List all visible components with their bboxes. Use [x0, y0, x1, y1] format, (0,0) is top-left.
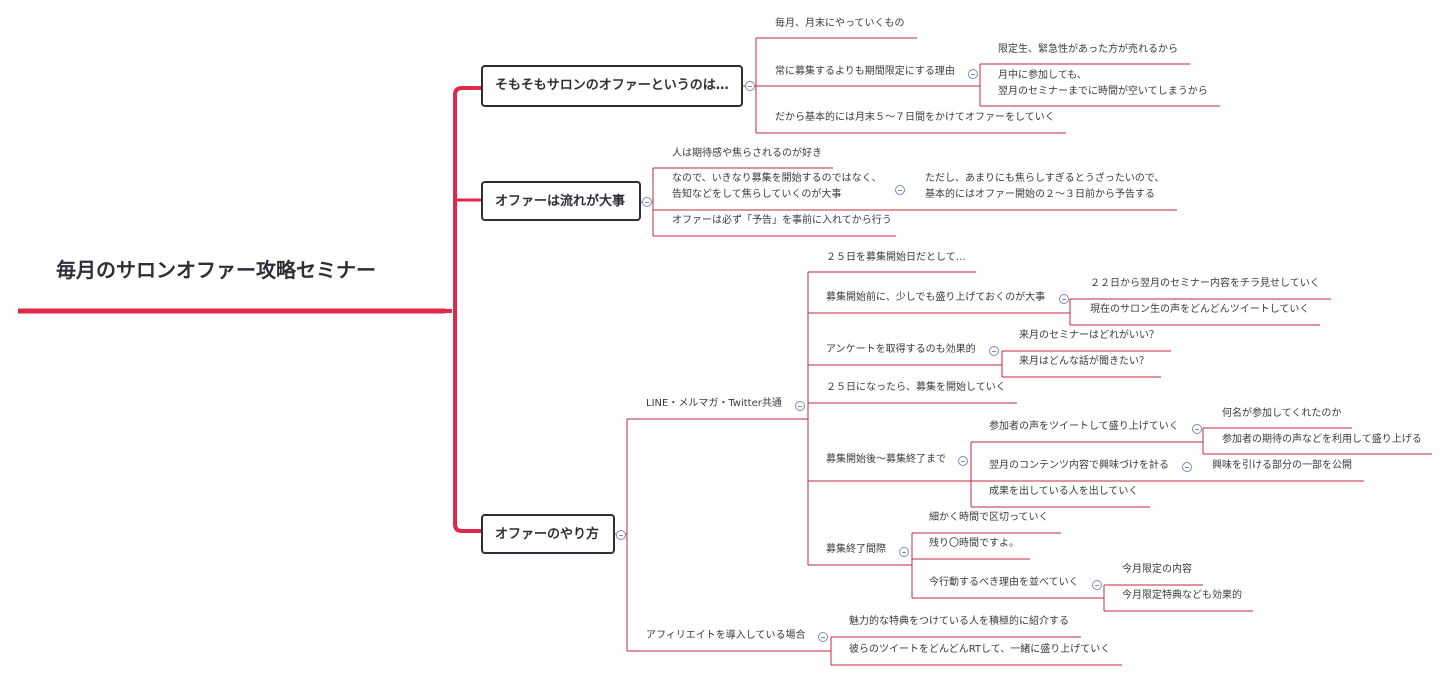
- subtopic[interactable]: 今月限定特典なども効果的: [1122, 590, 1242, 601]
- subtopic-group[interactable]: アフィリエイトを導入している場合: [646, 630, 806, 641]
- collapse-toggle-icon[interactable]: [745, 81, 755, 91]
- subtopic[interactable]: なので、いきなり募集を開始するのではなく、: [672, 173, 882, 184]
- subtopic[interactable]: 募集開始後〜募集終了まで: [826, 454, 946, 465]
- collapse-toggle-icon[interactable]: [1092, 580, 1102, 590]
- collapse-toggle-icon[interactable]: [1182, 462, 1192, 472]
- collapse-toggle-icon[interactable]: [818, 632, 828, 642]
- subtopic[interactable]: 限定生、緊急性があった方が売れるから: [998, 44, 1178, 55]
- subtopic[interactable]: 翌月のセミナーまでに時間が空いてしまうから: [998, 86, 1208, 97]
- subtopic[interactable]: 参加者の声をツイートして盛り上げていく: [989, 421, 1179, 432]
- subtopic[interactable]: 募集開始前に、少しでも盛り上げておくのが大事: [826, 292, 1046, 303]
- collapse-toggle-icon[interactable]: [899, 547, 909, 557]
- central-topic[interactable]: 毎月のサロンオファー攻略セミナー: [56, 258, 376, 282]
- collapse-toggle-icon[interactable]: [1059, 294, 1069, 304]
- subtopic[interactable]: 参加者の期待の声などを利用して盛り上げる: [1222, 434, 1422, 445]
- subtopic[interactable]: ２５日になったら、募集を開始していく: [826, 382, 1006, 393]
- subtopic-group[interactable]: LINE・メルマガ・Twitter共通: [646, 398, 782, 409]
- collapse-toggle-icon[interactable]: [989, 346, 999, 356]
- subtopic[interactable]: 来月はどんな話が聞きたい？: [1019, 356, 1149, 367]
- collapse-toggle-icon[interactable]: [1192, 424, 1202, 434]
- subtopic[interactable]: 成果を出している人を出していく: [989, 486, 1139, 497]
- subtopic[interactable]: だから基本的には月末５〜７日間をかけてオファーをしていく: [775, 112, 1055, 123]
- subtopic[interactable]: アンケートを取得するのも効果的: [826, 344, 976, 355]
- collapse-toggle-icon[interactable]: [616, 530, 626, 540]
- subtopic[interactable]: 人は期待感や焦らされるのが好き: [672, 148, 822, 159]
- subtopic[interactable]: 興味を引ける部分の一部を公開: [1212, 460, 1352, 471]
- collapse-toggle-icon[interactable]: [642, 197, 652, 207]
- subtopic[interactable]: 何名が参加してくれたのか: [1222, 408, 1342, 419]
- subtopic[interactable]: 残り〇時間ですよ。: [929, 538, 1019, 549]
- subtopic[interactable]: 常に募集するよりも期間限定にする理由: [775, 66, 955, 77]
- subtopic[interactable]: 基本的にはオファー開始の２〜３日前から予告する: [925, 189, 1155, 200]
- subtopic[interactable]: 募集終了間際: [826, 544, 886, 555]
- subtopic[interactable]: 告知などをして焦らしていくのが大事: [672, 189, 842, 200]
- collapse-toggle-icon[interactable]: [968, 69, 978, 79]
- subtopic[interactable]: オファーは必ず「予告」を事前に入れてから行う: [672, 215, 892, 226]
- subtopic[interactable]: ただし、あまりにも焦らしすぎるとうざったいので、: [925, 173, 1165, 184]
- subtopic[interactable]: 翌月のコンテンツ内容で興味づけを計る: [989, 460, 1169, 471]
- topic-what-is-offer[interactable]: そもそもサロンのオファーというのは…: [481, 65, 743, 107]
- subtopic[interactable]: 彼らのツイートをどんどんRTして、一緒に盛り上げていく: [849, 644, 1111, 655]
- subtopic[interactable]: 今行動するべき理由を並べていく: [929, 577, 1079, 588]
- collapse-toggle-icon[interactable]: [895, 185, 905, 195]
- topic-flow-matters[interactable]: オファーは流れが大事: [481, 181, 641, 221]
- subtopic[interactable]: ２５日を募集開始日だとして…: [826, 252, 966, 263]
- collapse-toggle-icon[interactable]: [958, 456, 968, 466]
- subtopic[interactable]: 毎月、月末にやっていくもの: [775, 18, 905, 29]
- subtopic[interactable]: 今月限定の内容: [1122, 564, 1192, 575]
- subtopic[interactable]: ２２日から翌月のセミナー内容をチラ見せしていく: [1090, 278, 1320, 289]
- subtopic[interactable]: 来月のセミナーはどれがいい？: [1019, 330, 1159, 341]
- topic-how-to-offer[interactable]: オファーのやり方: [481, 514, 615, 554]
- subtopic[interactable]: 月中に参加しても、: [998, 70, 1087, 81]
- collapse-toggle-icon[interactable]: [795, 401, 805, 411]
- subtopic[interactable]: 細かく時間で区切っていく: [929, 512, 1049, 523]
- subtopic[interactable]: 現在のサロン生の声をどんどんツイートしていく: [1090, 304, 1310, 315]
- subtopic[interactable]: 魅力的な特典をつけている人を積極的に紹介する: [849, 616, 1069, 627]
